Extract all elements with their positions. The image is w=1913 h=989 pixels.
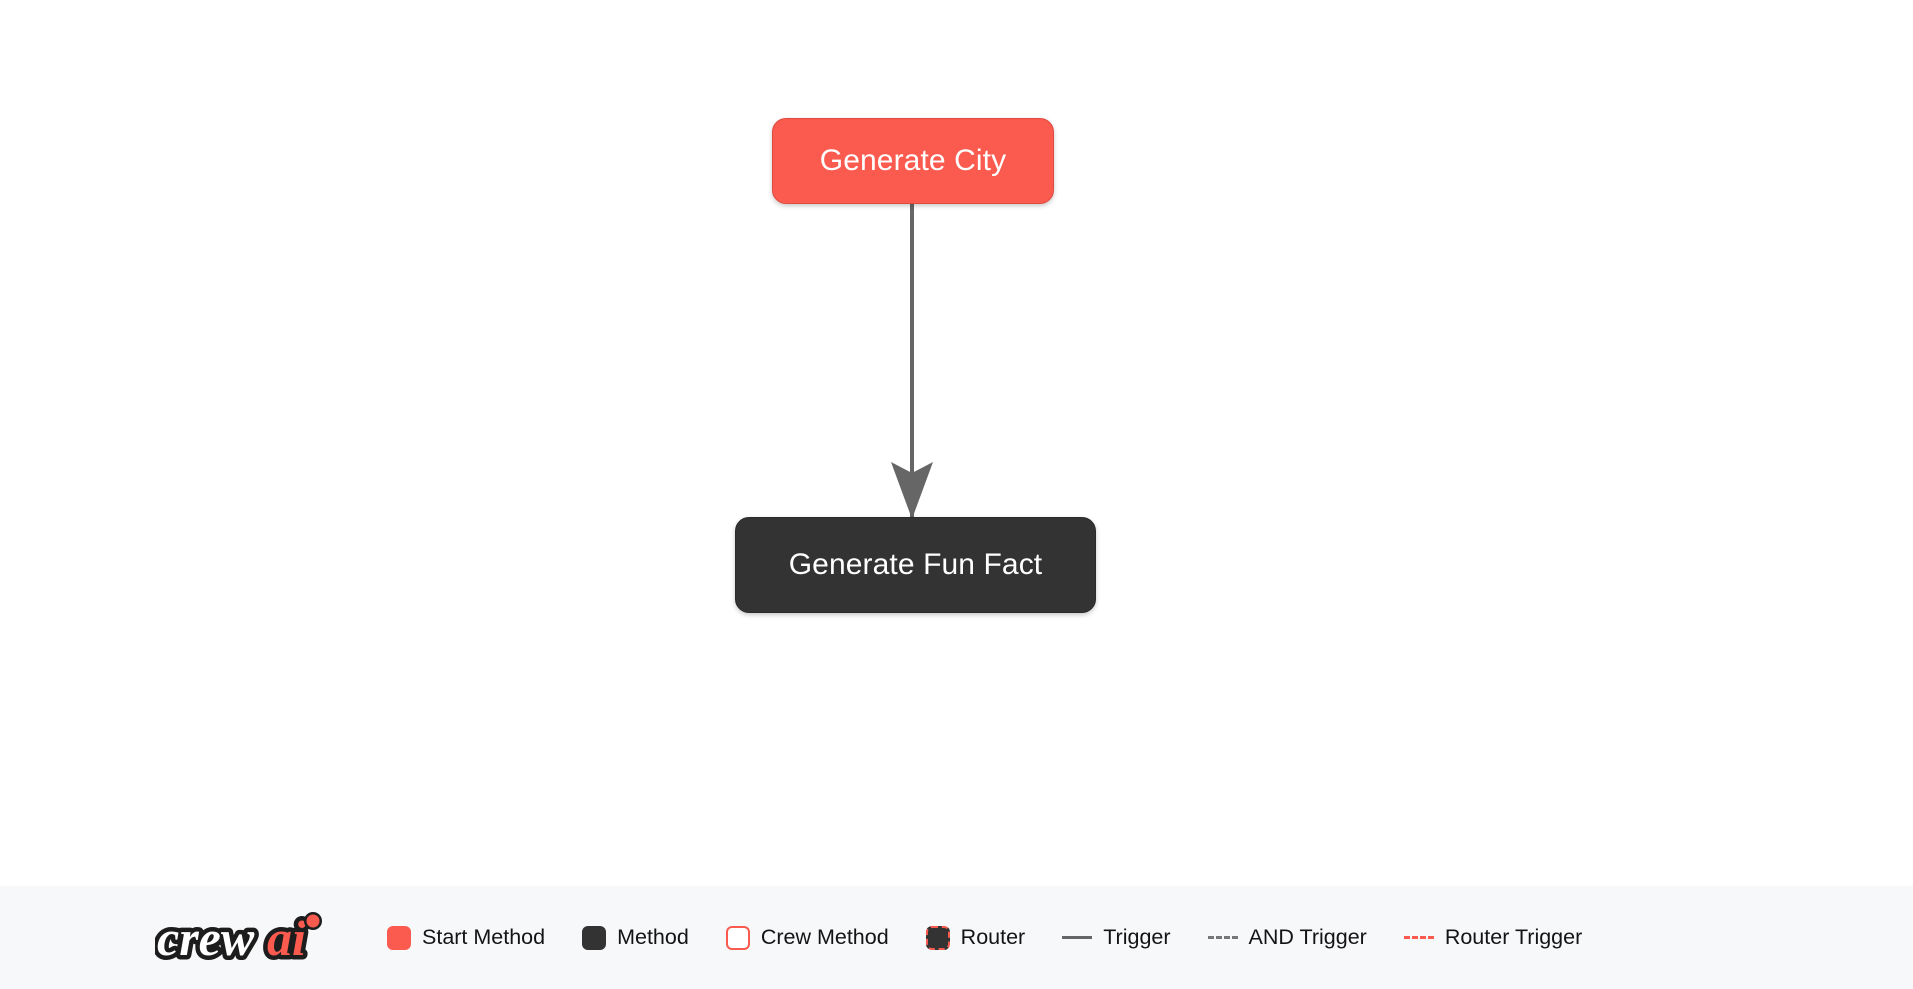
legend-item-label: AND Trigger	[1248, 924, 1367, 949]
legend-item-label: Crew Method	[760, 924, 889, 949]
router-trigger-line-icon	[1403, 936, 1434, 939]
flow-node-generate-fun-fact[interactable]: Generate Fun Fact	[735, 517, 1096, 613]
logo-ai-fill: ai	[267, 910, 306, 966]
crewai-wordmark-icon: crew crew ai ai	[155, 907, 322, 969]
legend-item-crew-method: Crew Method	[725, 924, 889, 950]
legend-item-trigger: Trigger	[1062, 924, 1171, 949]
logo-crew-outline: crew	[157, 910, 255, 966]
legend-item-label: Router	[960, 924, 1026, 949]
legend-bar: crew crew ai ai Start Method Method	[0, 886, 1913, 989]
method-swatch-icon	[582, 925, 607, 950]
logo-crew-fill: crew	[157, 910, 255, 966]
logo-dot-fill	[306, 914, 320, 927]
legend-item-label: Trigger	[1103, 924, 1171, 949]
legend-item-start-method: Start Method	[387, 924, 546, 950]
flow-node-label: Generate City	[819, 144, 1007, 177]
start-method-swatch-icon	[387, 925, 411, 950]
flow-canvas[interactable]: Generate City Generate Fun Fact	[0, 0, 1913, 886]
legend-item-label: Start Method	[422, 924, 546, 949]
crew-method-swatch-icon	[725, 925, 750, 950]
legend-item-and-trigger: AND Trigger	[1207, 924, 1367, 949]
legend-item-router: Router	[925, 924, 1026, 950]
logo-ai-outline: ai	[267, 910, 306, 966]
legend-item-router-trigger: Router Trigger	[1403, 924, 1583, 949]
and-trigger-line-icon	[1207, 936, 1238, 939]
flow-node-label: Generate Fun Fact	[788, 548, 1043, 581]
legend-item-label: Method	[617, 924, 689, 949]
edge-generate-city-to-generate-fun-fact	[891, 204, 933, 519]
legend-items: Start Method Method Crew Method Router T…	[387, 924, 1913, 950]
legend-item-label: Router Trigger	[1444, 924, 1583, 949]
crewai-logo: crew crew ai ai	[155, 907, 331, 969]
arrowhead-icon	[891, 462, 933, 519]
router-swatch-icon	[925, 925, 950, 950]
trigger-line-icon	[1062, 936, 1093, 939]
legend-item-method: Method	[582, 924, 689, 950]
flow-node-generate-city[interactable]: Generate City	[772, 118, 1054, 204]
